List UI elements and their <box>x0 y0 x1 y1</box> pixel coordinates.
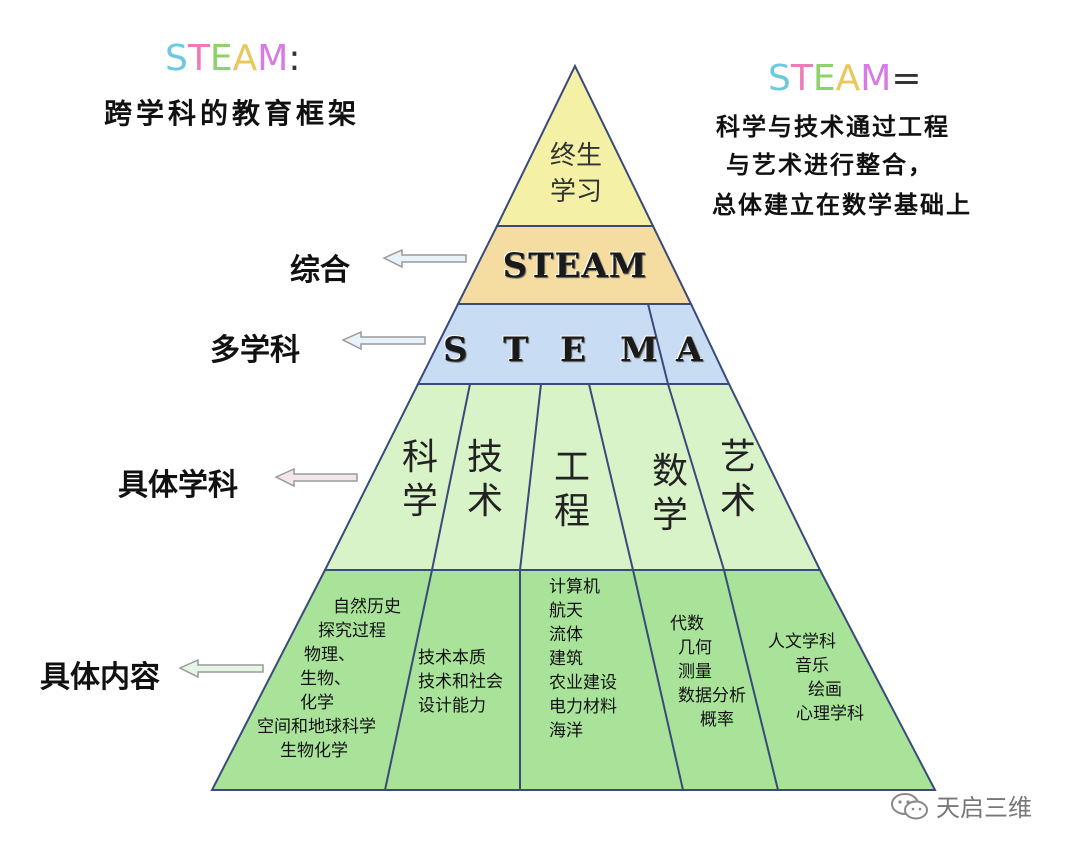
right-steam-title: STEAM= <box>768 58 921 99</box>
content-item: 绘画 <box>808 680 842 700</box>
steam-band-label: STEAM <box>502 246 648 286</box>
left-steam-colon: : <box>288 38 301 79</box>
content-divider-1 <box>384 569 433 791</box>
content-item: 数据分析 <box>678 686 746 706</box>
left-steam-letter-m: M <box>257 38 289 79</box>
subject-arts: 艺 术 <box>718 436 758 524</box>
apex-label: 终生 学习 <box>530 138 622 210</box>
content-item: 电力材料 <box>549 697 617 717</box>
content-item: 设计能力 <box>418 696 486 716</box>
apex-line-2: 学习 <box>549 177 602 207</box>
watermark-text: 天启三维 <box>936 794 1032 822</box>
content-item: 建筑 <box>549 649 583 669</box>
subject-mathematics-char-1: 数 <box>651 451 688 492</box>
content-item: 探究过程 <box>318 621 386 641</box>
content-item: 生物化学 <box>280 741 348 761</box>
letter-band-e: E <box>560 330 586 370</box>
content-item: 生物、 <box>300 669 351 689</box>
content-item: 测量 <box>678 662 712 682</box>
right-line-1: 科学与技术通过工程 <box>716 112 950 141</box>
content-item: 音乐 <box>795 656 829 676</box>
subject-arts-char-1: 艺 <box>719 437 756 478</box>
letter-band-s: S <box>443 330 468 370</box>
content-item: 海洋 <box>549 721 583 741</box>
content-item: 计算机 <box>549 577 600 597</box>
letters-band-divider <box>647 303 669 385</box>
left-steam-letter-e: E <box>209 38 233 79</box>
content-mathematics-list: 代数 几何 测量 数据分析 概率 <box>668 612 768 732</box>
level-label-specific-content: 具体内容 <box>40 660 160 695</box>
right-steam-letter-a: A <box>835 58 861 99</box>
content-item: 物理、 <box>304 645 355 665</box>
content-item: 农业建设 <box>549 673 617 693</box>
content-item: 人文学科 <box>768 632 836 652</box>
subject-science: 科 学 <box>400 436 440 524</box>
right-steam-letter-t: T <box>790 58 813 99</box>
content-item: 代数 <box>670 614 704 634</box>
right-steam-letter-m: M <box>860 58 892 99</box>
letter-band-a: A <box>676 330 703 370</box>
level-label-integrated: 综合 <box>290 253 350 288</box>
content-divider-3 <box>632 569 684 791</box>
subject-technology-char-1: 技 <box>466 437 503 478</box>
subject-divider-4 <box>667 383 725 571</box>
right-steam-letter-e: E <box>812 58 836 99</box>
subject-science-char-1: 科 <box>401 437 438 478</box>
left-steam-title: STEAM: <box>165 38 300 79</box>
content-item: 几何 <box>678 638 712 658</box>
right-steam-letter-s: S <box>768 58 791 99</box>
content-item: 化学 <box>300 693 334 713</box>
subject-technology-char-2: 术 <box>466 481 503 522</box>
content-item: 航天 <box>549 601 583 621</box>
subject-technology: 技 术 <box>465 436 505 524</box>
content-science-list: 自然历史 探究过程 物理、 生物、 化学 空间和地球科学 生物化学 <box>240 595 420 763</box>
apex-line-1: 终生 <box>549 141 602 171</box>
left-steam-letter-s: S <box>165 38 188 79</box>
subject-engineering-char-2: 程 <box>553 491 590 532</box>
content-item: 流体 <box>549 625 583 645</box>
chat-bubbles-icon <box>891 792 928 819</box>
arrow-specific-content <box>178 658 264 679</box>
letter-band-m: M <box>620 330 658 370</box>
content-engineering-list: 计算机 航天 流体 建筑 农业建设 电力材料 海洋 <box>549 575 617 743</box>
content-item: 心理学科 <box>796 704 864 724</box>
left-steam-letter-a: A <box>232 38 258 79</box>
content-divider-4 <box>723 569 779 791</box>
content-item: 技术和社会 <box>418 672 503 692</box>
arrow-integrated <box>382 248 467 269</box>
subject-science-char-2: 学 <box>401 481 438 522</box>
level-label-specific-subjects: 具体学科 <box>118 468 238 503</box>
content-item: 技术本质 <box>418 648 486 668</box>
arrow-specific-subjects <box>274 467 358 488</box>
level-label-multidisciplinary: 多学科 <box>210 333 300 368</box>
subject-arts-char-2: 术 <box>719 481 756 522</box>
left-subtitle: 跨学科的教育框架 <box>104 97 361 130</box>
subject-divider-3 <box>588 383 634 571</box>
subject-mathematics-char-2: 学 <box>651 495 688 536</box>
right-line-2: 与艺术进行整合， <box>726 150 934 179</box>
pyramid-contents-tier <box>210 569 937 791</box>
right-line-3: 总体建立在数学基础上 <box>712 190 972 219</box>
subject-divider-2 <box>519 383 542 571</box>
content-technology-list: 技术本质 技术和社会 设计能力 <box>418 646 503 718</box>
right-steam-equals: = <box>891 58 922 99</box>
left-steam-letter-t: T <box>187 38 210 79</box>
subject-mathematics: 数 学 <box>650 450 690 538</box>
content-item: 自然历史 <box>333 597 401 617</box>
arrow-multidisciplinary <box>341 330 426 351</box>
letter-band-t: T <box>503 330 529 370</box>
content-item: 空间和地球科学 <box>257 717 376 737</box>
content-arts-list: 人文学科 音乐 绘画 心理学科 <box>768 630 888 726</box>
subject-engineering-char-1: 工 <box>553 447 590 488</box>
subject-divider-1 <box>431 383 471 571</box>
subject-engineering: 工 程 <box>552 446 592 534</box>
watermark: 天启三维 <box>890 788 1032 823</box>
content-item: 概率 <box>700 710 734 730</box>
